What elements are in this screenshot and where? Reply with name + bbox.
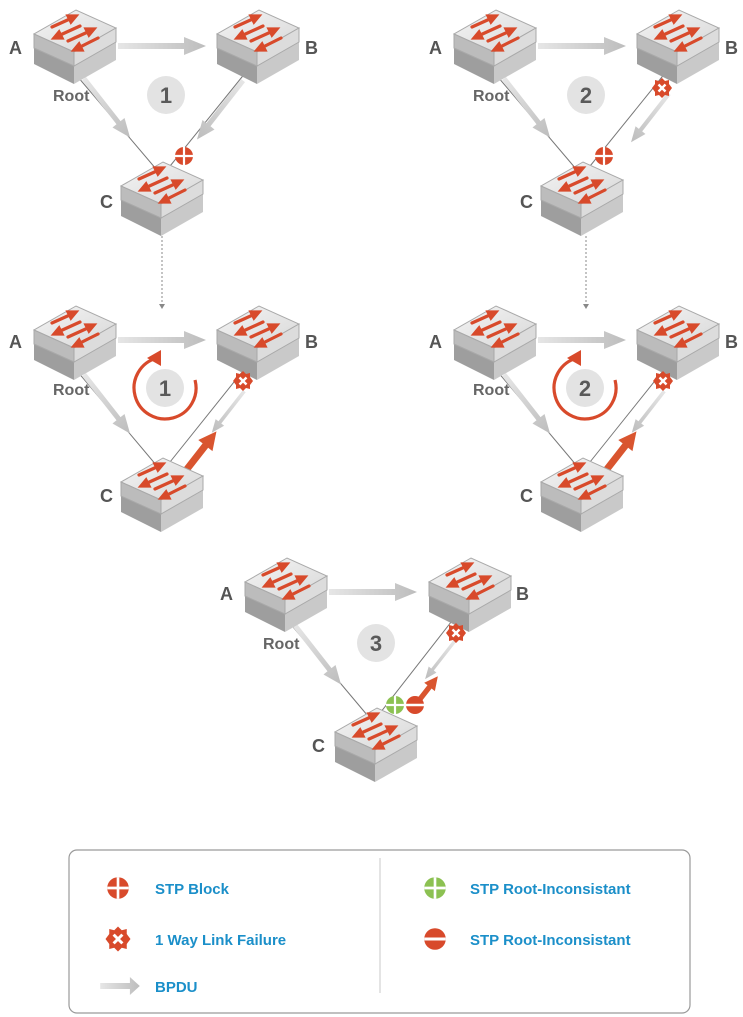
node-b-label: B (516, 584, 529, 604)
legend-label: STP Root-Inconsistant (470, 932, 631, 949)
bpdu-arrow-b-c (190, 75, 250, 145)
node-a-label: A (220, 584, 233, 604)
switch-c (539, 160, 625, 238)
switch-a (32, 8, 118, 86)
step-badge (567, 76, 605, 114)
link-failure-icon (231, 369, 255, 393)
step-badge (146, 369, 184, 407)
root-inconsistent-red-icon (422, 926, 448, 952)
stp-block-icon (593, 145, 615, 167)
node-a-label: A (9, 332, 22, 352)
panel-5-bottom-center: 3 A B C Root (220, 556, 529, 784)
bpdu-arrow-a-b (538, 37, 626, 55)
step-number: 3 (370, 631, 382, 656)
bpdu-arrow-a-c (497, 73, 557, 143)
node-a-label: A (429, 38, 442, 58)
node-c-label: C (312, 736, 325, 756)
root-inconsistent-green-icon (422, 875, 448, 901)
panel-2-top-right: 2 A B C Root (429, 8, 738, 238)
switch-c (119, 160, 205, 238)
bpdu-arrow-a-b (118, 331, 206, 349)
bpdu-arrow-b-c (626, 89, 674, 147)
switch-a (32, 304, 118, 382)
node-c-label: C (100, 192, 113, 212)
link-b-c (161, 366, 247, 473)
switch-b (635, 8, 721, 86)
root-label: Root (53, 88, 90, 105)
step-badge (147, 76, 185, 114)
step-number: 1 (159, 376, 171, 401)
panel-3-middle-left: 1 A B C Root (9, 304, 318, 534)
switch-a (452, 8, 538, 86)
legend-label: BPDU (155, 979, 198, 996)
bpdu-arrow-a-b (329, 583, 417, 601)
link-failure-icon (651, 369, 675, 393)
root-label: Root (473, 382, 510, 399)
bpdu-arrow-a-c (77, 73, 137, 143)
switch-b (215, 8, 301, 86)
switch-a (452, 304, 538, 382)
legend-label: 1 Way Link Failure (155, 932, 286, 949)
step-number: 1 (160, 83, 172, 108)
root-inconsistent-red-icon (404, 694, 426, 716)
legend-label: STP Root-Inconsistant (470, 881, 631, 898)
legend-item-bpdu: BPDU (100, 977, 198, 996)
step-number: 2 (580, 83, 592, 108)
legend-label: STP Block (155, 881, 230, 898)
legend: STP Block 1 Way Link Failure BPDU STP Ro… (68, 849, 691, 1014)
switch-b (635, 304, 721, 382)
bpdu-arrow-b-c (627, 387, 669, 437)
legend-item-root-inconsistent-green: STP Root-Inconsistant (422, 875, 631, 901)
panel-4-middle-right: 2 A B C Root (429, 304, 738, 534)
panel-1-top-left: 1 A B C Root (9, 8, 318, 238)
switch-b (215, 304, 301, 382)
step-badge (566, 369, 604, 407)
step-badge (357, 624, 395, 662)
node-a-label: A (429, 332, 442, 352)
switch-a (243, 556, 329, 634)
connector-arrowhead-right (583, 304, 589, 309)
connector-arrowhead-left (159, 304, 165, 309)
step-number: 2 (579, 376, 591, 401)
root-label: Root (263, 636, 300, 653)
switch-b (427, 556, 513, 634)
node-b-label: B (725, 332, 738, 352)
transition-connectors (159, 236, 589, 309)
legend-item-link-failure: 1 Way Link Failure (104, 925, 286, 953)
stp-block-icon (105, 875, 131, 901)
link-failure-icon (104, 925, 132, 953)
root-label: Root (53, 382, 90, 399)
stp-block-icon (173, 145, 195, 167)
link-b-c (581, 366, 667, 473)
node-c-label: C (100, 486, 113, 506)
node-b-label: B (725, 38, 738, 58)
link-failure-icon (650, 76, 674, 100)
root-label: Root (473, 88, 510, 105)
node-b-label: B (305, 38, 318, 58)
root-inconsistent-green-icon (384, 694, 406, 716)
node-a-label: A (9, 38, 22, 58)
bpdu-arrow-a-c (288, 620, 348, 690)
node-c-label: C (520, 192, 533, 212)
bpdu-arrow-a-c (497, 369, 557, 439)
link-failure-icon (444, 621, 468, 645)
legend-item-root-inconsistent-red: STP Root-Inconsistant (422, 926, 631, 952)
switch-c (333, 706, 419, 784)
bpdu-arrow-a-c (77, 369, 137, 439)
node-b-label: B (305, 332, 318, 352)
bpdu-arrow-a-b (118, 37, 206, 55)
bpdu-arrow-b-c (207, 387, 249, 437)
bpdu-arrow-a-b (538, 331, 626, 349)
node-c-label: C (520, 486, 533, 506)
bpdu-arrow-b-c (421, 637, 459, 683)
legend-item-stp-block: STP Block (105, 875, 230, 901)
